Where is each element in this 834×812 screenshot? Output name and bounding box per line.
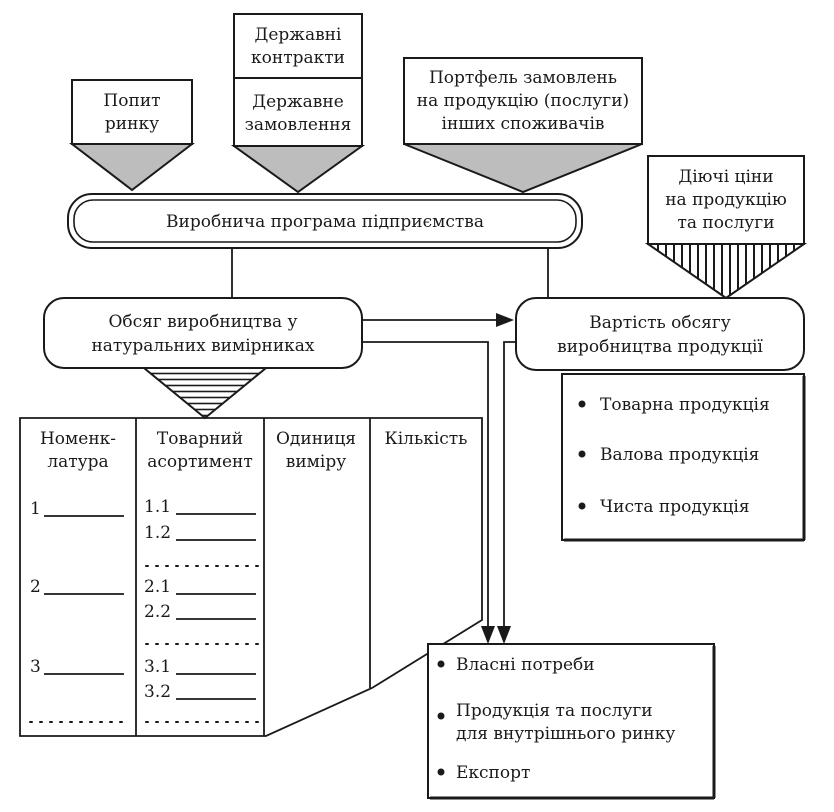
destination-domestic-line-2: для внутрішнього ринку [456, 724, 675, 744]
state-order-line-1: Державне [252, 92, 344, 112]
natural-to-destinations-arrowhead-1 [481, 626, 495, 644]
assortment-item: 2.1 [144, 577, 171, 597]
destination-export: Експорт [456, 763, 530, 783]
assortment-item: 3.2 [144, 682, 171, 702]
production-program-node: Виробнича програма підприємства [67, 193, 583, 249]
market-demand-line-1: Попит [103, 91, 160, 111]
market-demand-line-2: ринку [105, 114, 159, 134]
product-type-bullet [578, 502, 586, 510]
state-order-box [233, 77, 363, 147]
prices-line-2: на продукцію [665, 190, 787, 210]
table-header-unit-1: Одиниця [276, 429, 356, 449]
prices-line-1: Діючі ціни [678, 167, 773, 187]
production-program-label: Виробнича програма підприємства [166, 212, 484, 232]
destinations-box: Власні потреби Продукція та послуги для … [427, 643, 716, 800]
destination-bullet [437, 660, 445, 668]
portfolio-line-1: Портфель замовлень [429, 68, 617, 88]
prices-arrow [644, 243, 808, 300]
assortment-item: 2.2 [144, 602, 171, 622]
product-type-item: Товарна продукція [600, 395, 770, 415]
value-to-destinations-arrowhead-2 [497, 626, 511, 644]
assortment-item: 1.2 [144, 523, 171, 543]
assortment-item: 3.1 [144, 657, 171, 677]
destination-domestic-line-1: Продукція та послуги [456, 701, 653, 721]
volume-natural-arrow [141, 367, 269, 420]
table-header-nomenclature-2: латура [47, 452, 108, 472]
natural-to-value-arrowhead [496, 313, 514, 327]
value-to-destinations-line-2 [503, 341, 516, 628]
state-order-line-2: замовлення [245, 115, 352, 135]
table-header-quantity: Кількість [385, 429, 468, 449]
table-header-assortment-1: Товарний [157, 429, 243, 449]
product-type-item: Чиста продукція [600, 497, 750, 517]
state-contracts-box [233, 13, 363, 79]
portfolio-line-2: на продукцію (послуги) [417, 91, 629, 111]
natural-to-destinations-line-1 [362, 341, 489, 628]
portfolio-arrow [403, 143, 643, 194]
volume-value-node: Вартість обсягу виробництва продукції [515, 297, 805, 371]
state-contracts-line-1: Державні [255, 25, 342, 45]
table-header-unit-2: виміру [286, 452, 346, 472]
volume-natural-node: Обсяг виробництва у натуральних вимірник… [43, 297, 363, 420]
product-type-bullet [578, 450, 586, 458]
assortment-item: 1.1 [144, 497, 171, 517]
destination-bullet [437, 768, 445, 776]
table-header-nomenclature-1: Номенк- [40, 429, 116, 449]
nomenclature-item: 3 [30, 657, 41, 677]
market-demand-node: Попит ринку [69, 79, 195, 192]
destination-own-needs: Власні потреби [456, 655, 595, 675]
product-types-box: Товарна продукція Валова продукція Чиста… [561, 373, 806, 542]
state-order-arrow [230, 145, 366, 194]
product-type-item: Валова продукція [600, 445, 759, 465]
product-type-bullet [578, 400, 586, 408]
state-contracts-line-2: контракти [251, 48, 345, 68]
market-demand-arrow [69, 143, 195, 192]
volume-natural-line-1: Обсяг виробництва у [108, 312, 297, 332]
destination-bullet [437, 712, 445, 720]
nomenclature-item: 2 [30, 577, 41, 597]
volume-value-line-1: Вартість обсягу [589, 313, 731, 333]
prices-line-3: та послуги [677, 213, 774, 233]
volume-natural-line-2: натуральних вимірниках [91, 336, 314, 356]
state-node: Державні контракти Державне замовлення [230, 13, 366, 194]
table-header-assortment-2: асортимент [147, 452, 253, 472]
prices-node: Діючі ціни на продукцію та послуги [644, 155, 808, 300]
volume-value-line-2: виробництва продукції [557, 337, 763, 357]
assortment-table: Номенк- латура Товарний асортимент Одини… [19, 417, 483, 737]
portfolio-node: Портфель замовлень на продукцію (послуги… [403, 57, 643, 194]
portfolio-line-3: інших споживачів [442, 114, 605, 134]
nomenclature-item: 1 [30, 499, 41, 519]
